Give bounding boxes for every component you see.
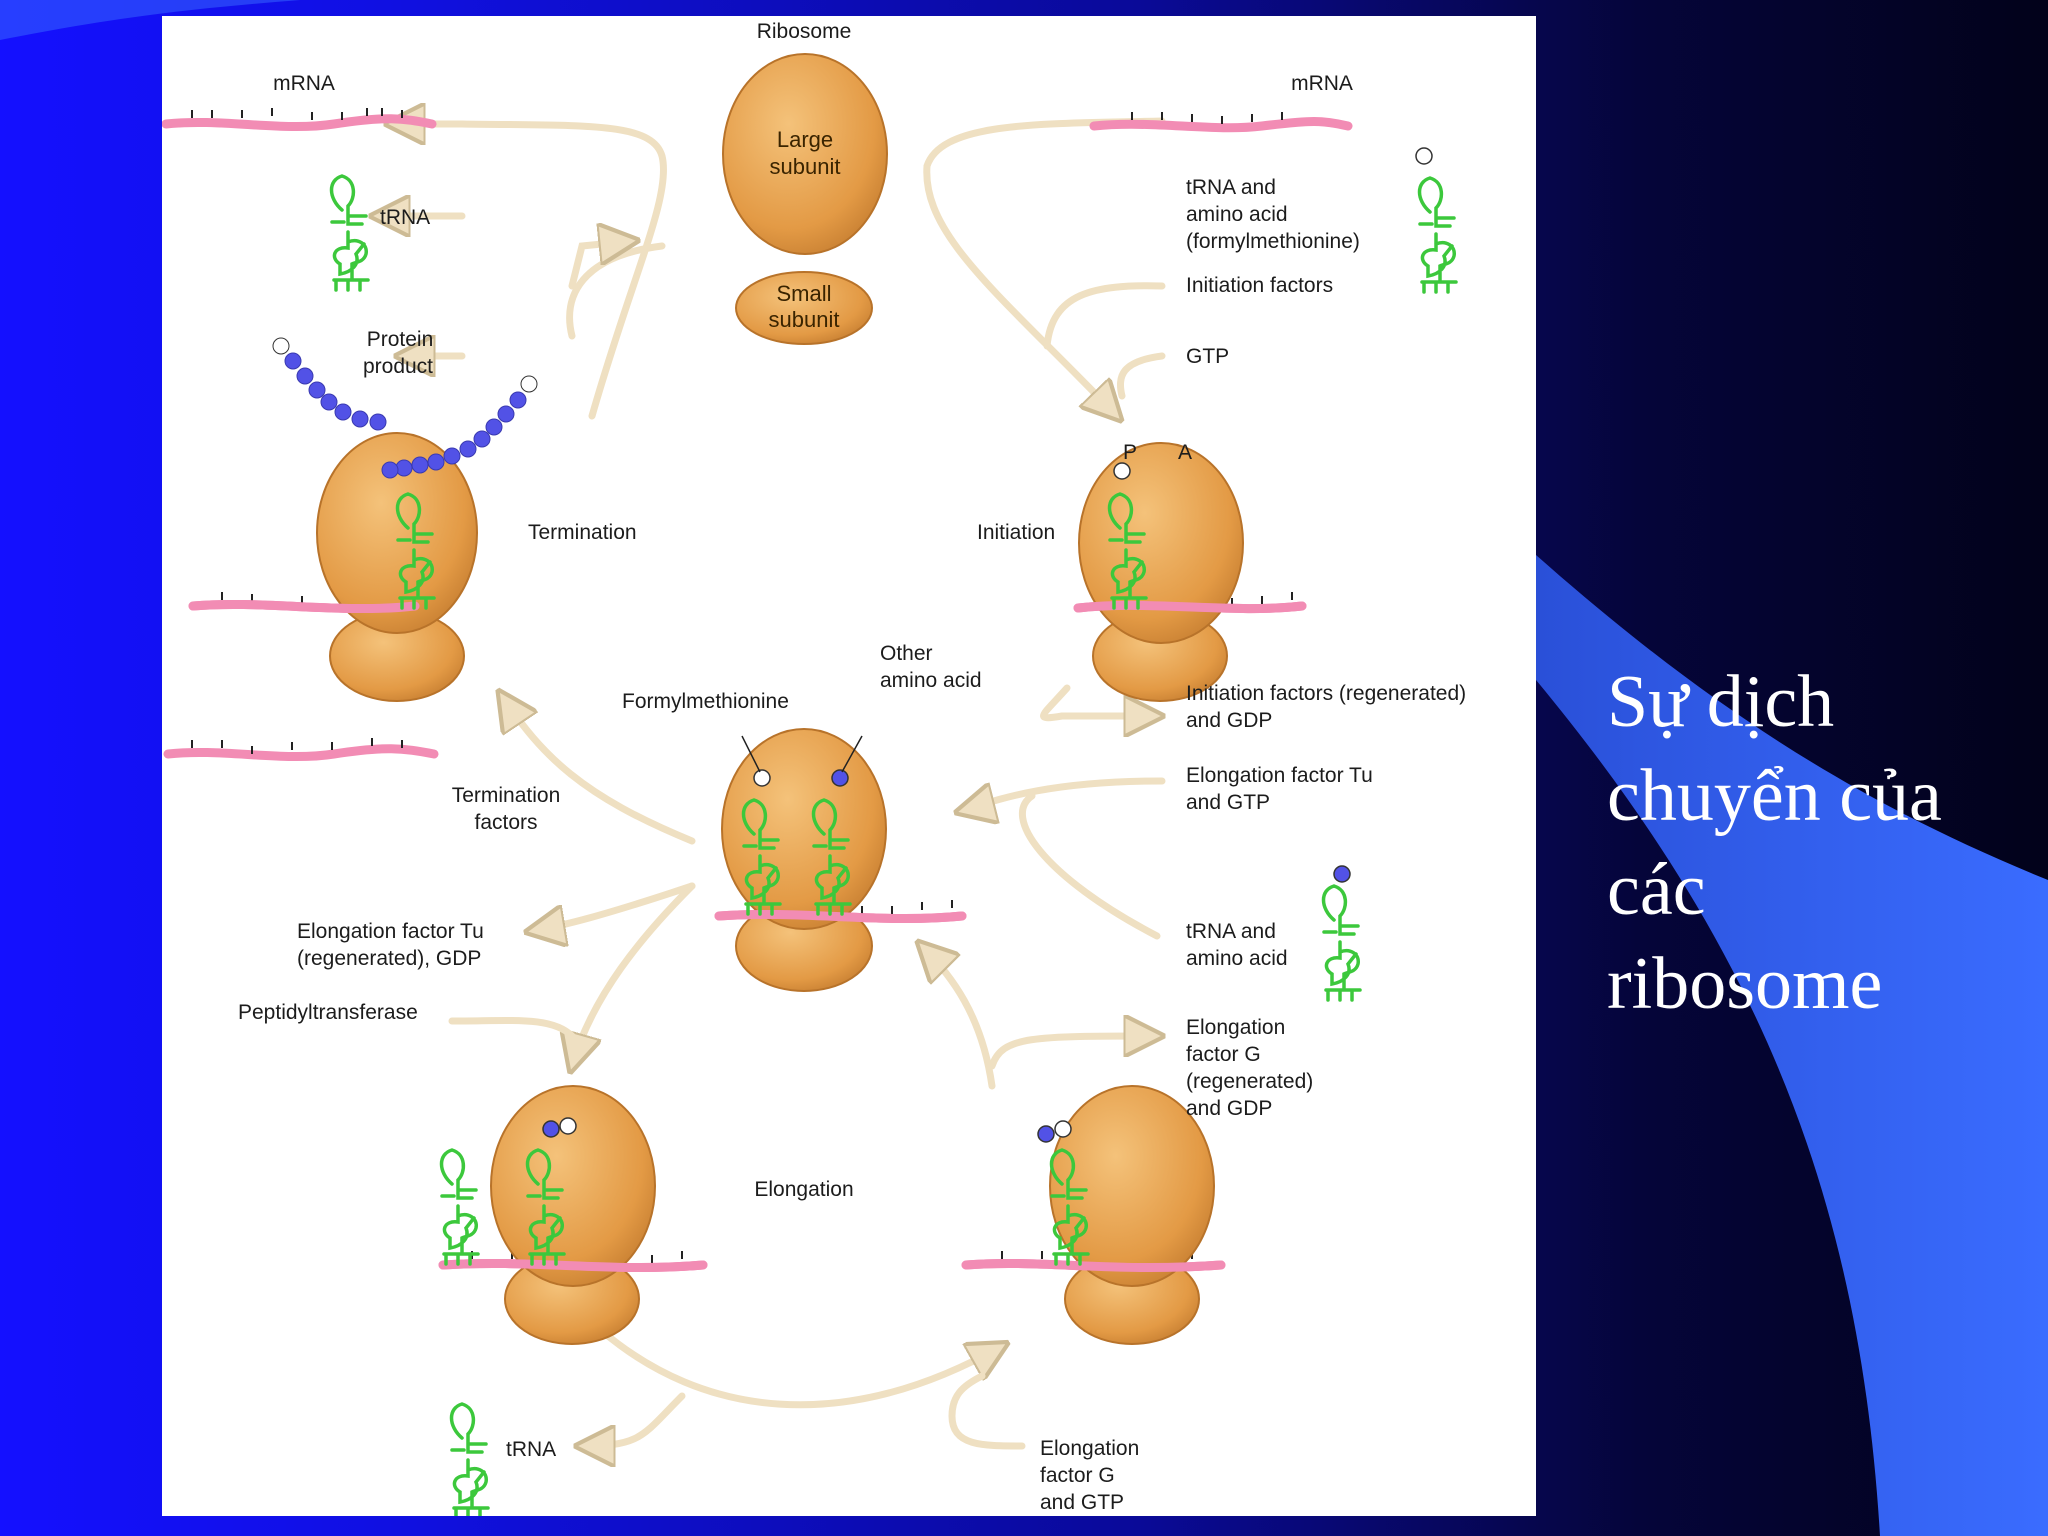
label-other-amino-acid-2: amino acid	[880, 669, 982, 692]
label-ribosome: Ribosome	[757, 20, 852, 43]
ribosome-free	[722, 53, 888, 345]
label-other-amino-acid-1: Other	[880, 642, 933, 665]
label-ef-g-gtp-2: factor G	[1040, 1464, 1115, 1487]
label-trna-fmet-1: tRNA and	[1186, 176, 1276, 199]
label-termination: Termination	[528, 521, 637, 544]
label-initiation: Initiation	[977, 521, 1055, 544]
label-small-subunit-1: Small	[776, 281, 831, 306]
label-site-a: A	[1178, 441, 1192, 464]
amino-acids	[542, 147, 1433, 1143]
slide-title: Sự dịch chuyển của các ribosome	[1607, 655, 2027, 1031]
arrows	[377, 121, 1166, 1446]
label-termination-factors-2: factors	[474, 811, 537, 834]
label-trna-fmet-2: amino acid	[1186, 203, 1288, 226]
label-trna-fmet-3: (formylmethionine)	[1186, 230, 1360, 253]
ribosome-elongation-right	[1049, 1085, 1215, 1345]
diagram-labels: Ribosome Large subunit Small subunit mRN…	[238, 20, 1466, 1514]
label-ef-tu-regen-2: (regenerated), GDP	[297, 947, 481, 970]
label-mrna-left: mRNA	[273, 72, 335, 95]
trna-icons	[329, 174, 1458, 1516]
label-init-factors-regen-2: and GDP	[1186, 709, 1272, 732]
label-trna-amino-1: tRNA and	[1186, 920, 1276, 943]
label-mrna-right: mRNA	[1291, 72, 1353, 95]
label-ef-g-regen-1: Elongation	[1186, 1016, 1285, 1039]
label-ef-tu-regen-1: Elongation factor Tu	[297, 920, 484, 943]
label-elongation: Elongation	[754, 1178, 853, 1201]
label-trna-bottom: tRNA	[506, 1438, 556, 1461]
slide-title-line-3: các	[1607, 849, 1706, 931]
slide-title-line-2: chuyển của	[1607, 755, 1942, 837]
label-trna-top: tRNA	[380, 206, 430, 229]
label-trna-amino-2: amino acid	[1186, 947, 1288, 970]
label-small-subunit-2: subunit	[769, 307, 840, 332]
label-gtp: GTP	[1186, 345, 1229, 368]
label-site-p: P	[1123, 441, 1137, 464]
label-protein-product-1: Protein	[367, 328, 434, 351]
label-ef-g-regen-3: (regenerated)	[1186, 1070, 1313, 1093]
ribosome-termination	[316, 432, 478, 702]
label-large-subunit-2: subunit	[770, 154, 841, 179]
label-ef-tu-gtp-1: Elongation factor Tu	[1186, 764, 1373, 787]
ribosome-initiation	[1078, 442, 1244, 702]
protein-chain	[272, 337, 538, 479]
label-ef-g-regen-4: and GDP	[1186, 1097, 1272, 1120]
label-ef-g-gtp-3: and GTP	[1040, 1491, 1124, 1514]
label-init-factors-regen-1: Initiation factors (regenerated)	[1186, 682, 1466, 705]
label-termination-factors-1: Termination	[452, 784, 561, 807]
label-large-subunit-1: Large	[777, 127, 833, 152]
label-peptidyltransferase: Peptidyltransferase	[238, 1001, 418, 1024]
label-ef-g-gtp-1: Elongation	[1040, 1437, 1139, 1460]
translation-cycle-diagram: Ribosome Large subunit Small subunit mRN…	[162, 20, 1466, 1516]
label-ef-g-regen-2: factor G	[1186, 1043, 1261, 1066]
label-formylmethionine: Formylmethionine	[622, 690, 789, 713]
label-initiation-factors: Initiation factors	[1186, 274, 1333, 297]
label-protein-product-2: product	[363, 355, 433, 378]
slide-title-line-4: ribosome	[1607, 943, 1883, 1025]
slide-title-line-1: Sự dịch	[1607, 661, 1835, 743]
ribosome-center	[721, 728, 887, 992]
label-ef-tu-gtp-2: and GTP	[1186, 791, 1270, 814]
